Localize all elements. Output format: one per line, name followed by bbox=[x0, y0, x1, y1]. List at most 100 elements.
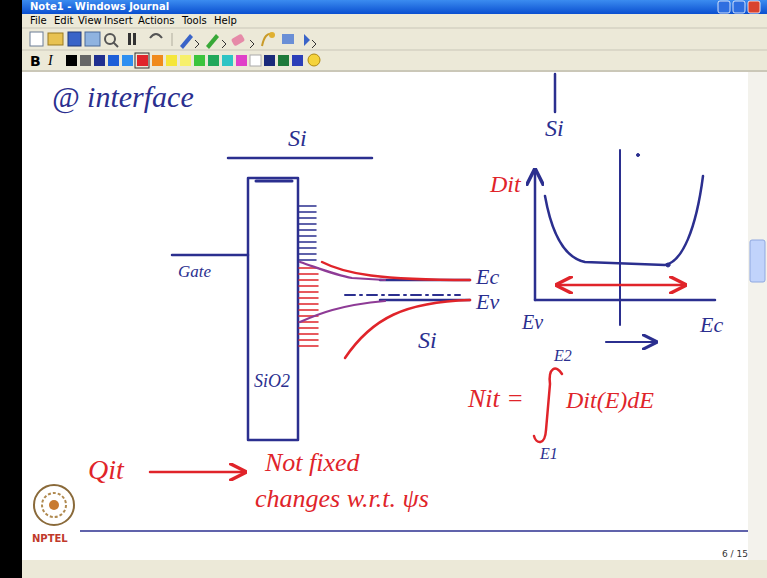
band-diagram-part-part bbox=[299, 223, 316, 225]
band-diagram-part bbox=[172, 254, 248, 257]
band-diagram-part-part bbox=[299, 297, 318, 299]
color-swatches-part bbox=[194, 55, 205, 66]
dit-graph-part bbox=[535, 299, 715, 302]
menu-item: View bbox=[78, 16, 102, 26]
band-diagram-part-part bbox=[299, 279, 318, 281]
menu-item: File bbox=[30, 16, 47, 26]
window-chrome-part bbox=[733, 1, 745, 13]
color-swatches-part bbox=[94, 55, 105, 66]
toolbar-icons-part bbox=[48, 33, 63, 45]
note-arrow bbox=[150, 472, 245, 473]
bold-button: B bbox=[30, 54, 41, 68]
oxide-label: SiO2 bbox=[254, 372, 290, 390]
color-swatches-part bbox=[66, 55, 77, 66]
band-diagram-part-part bbox=[299, 205, 316, 207]
toolbar-icons-part bbox=[195, 40, 199, 48]
toolbar-icons-part bbox=[206, 34, 219, 49]
page-part bbox=[22, 560, 767, 578]
color-swatches-part bbox=[292, 55, 303, 66]
dit-graph-part bbox=[606, 341, 656, 343]
italic-button: I bbox=[48, 54, 53, 68]
toolbar-icons-part bbox=[150, 34, 162, 38]
page-part bbox=[748, 72, 767, 560]
axis-label: Ec bbox=[700, 314, 723, 336]
band-diagram-part bbox=[299, 268, 318, 346]
band-diagram-part-part bbox=[299, 291, 318, 293]
window-chrome-part bbox=[22, 0, 767, 14]
dit-graph-part bbox=[557, 284, 685, 287]
color-swatches-part bbox=[166, 55, 177, 66]
menu-item: Insert bbox=[104, 16, 133, 26]
dit-graph-part bbox=[554, 74, 557, 112]
window-chrome-part bbox=[22, 71, 767, 72]
dit-graph bbox=[534, 74, 715, 442]
window-chrome-part bbox=[748, 1, 760, 13]
page-number: 6 / 15 bbox=[722, 550, 748, 559]
axis-label: Dit bbox=[490, 172, 521, 196]
note-text: Qit bbox=[88, 456, 124, 484]
band-diagram-part-part bbox=[299, 235, 316, 237]
dit-graph-part bbox=[534, 170, 537, 300]
nptel-logo bbox=[34, 485, 74, 525]
band-diagram-part bbox=[228, 157, 372, 160]
toolbar-icons-part bbox=[180, 34, 193, 49]
color-swatches-part bbox=[108, 55, 119, 66]
color-swatches-part bbox=[236, 55, 247, 66]
dit-graph-part bbox=[534, 369, 562, 443]
integral-limit: E1 bbox=[540, 446, 558, 462]
color-swatches-part bbox=[264, 55, 275, 66]
band-diagram-part-part bbox=[299, 345, 318, 347]
window-chrome-part bbox=[718, 1, 730, 13]
logo-text: NPTEL bbox=[32, 534, 68, 544]
band-diagram-part-part bbox=[299, 241, 316, 243]
toolbar-icons-part bbox=[172, 33, 173, 46]
band-diagram-part-part bbox=[299, 285, 318, 287]
nptel-logo-part bbox=[49, 500, 59, 510]
band-diagram bbox=[172, 158, 470, 440]
toolbar-icons-part bbox=[231, 34, 245, 47]
equation-part: Dit(E)dE bbox=[566, 388, 654, 412]
heading-note: @ interface bbox=[52, 82, 194, 112]
window-chrome-part bbox=[22, 50, 767, 51]
toolbar-icons-part bbox=[68, 32, 81, 46]
color-swatches-part bbox=[250, 55, 261, 66]
toolbar-icons-part bbox=[250, 40, 254, 48]
toolbar-icons-part bbox=[269, 32, 275, 38]
toolbar-icons-part bbox=[30, 32, 43, 46]
page-part bbox=[750, 240, 765, 282]
band-diagram-part-part bbox=[299, 273, 318, 275]
equation-part: Nit = bbox=[468, 386, 524, 412]
color-swatches-part bbox=[80, 55, 91, 66]
page bbox=[22, 72, 767, 578]
band-diagram-part-part bbox=[299, 309, 318, 311]
color-swatches-part bbox=[180, 55, 191, 66]
material-label: Si bbox=[418, 328, 437, 352]
band-diagram-part bbox=[345, 300, 470, 358]
integral-limit: E2 bbox=[554, 348, 572, 364]
menu-item: Tools bbox=[182, 16, 207, 26]
toolbar-icons-part bbox=[282, 34, 294, 44]
note-text: Not fixed bbox=[265, 450, 360, 476]
band-diagram-part bbox=[299, 206, 316, 260]
color-swatches-part bbox=[308, 54, 320, 66]
nptel-logo-part bbox=[34, 485, 74, 525]
band-diagram-part-part bbox=[299, 333, 318, 335]
color-swatches bbox=[66, 53, 320, 68]
menu-item: Edit bbox=[54, 16, 73, 26]
nptel-logo-part bbox=[42, 493, 66, 517]
color-swatches-part bbox=[152, 55, 163, 66]
toolbar-icons-part bbox=[113, 42, 118, 47]
window-chrome-part bbox=[22, 0, 767, 578]
color-swatches-part bbox=[135, 53, 149, 68]
color-swatches-part bbox=[122, 55, 133, 66]
material-label: Si bbox=[288, 126, 307, 150]
band-diagram-part-part bbox=[299, 211, 316, 213]
axis-label: Ev bbox=[522, 312, 543, 332]
page-part bbox=[22, 72, 748, 560]
toolbar-icons-part bbox=[304, 34, 310, 46]
toolbar-icons-part bbox=[133, 33, 136, 45]
band-diagram-part-part bbox=[299, 259, 316, 261]
band-diagram-part bbox=[300, 301, 385, 322]
